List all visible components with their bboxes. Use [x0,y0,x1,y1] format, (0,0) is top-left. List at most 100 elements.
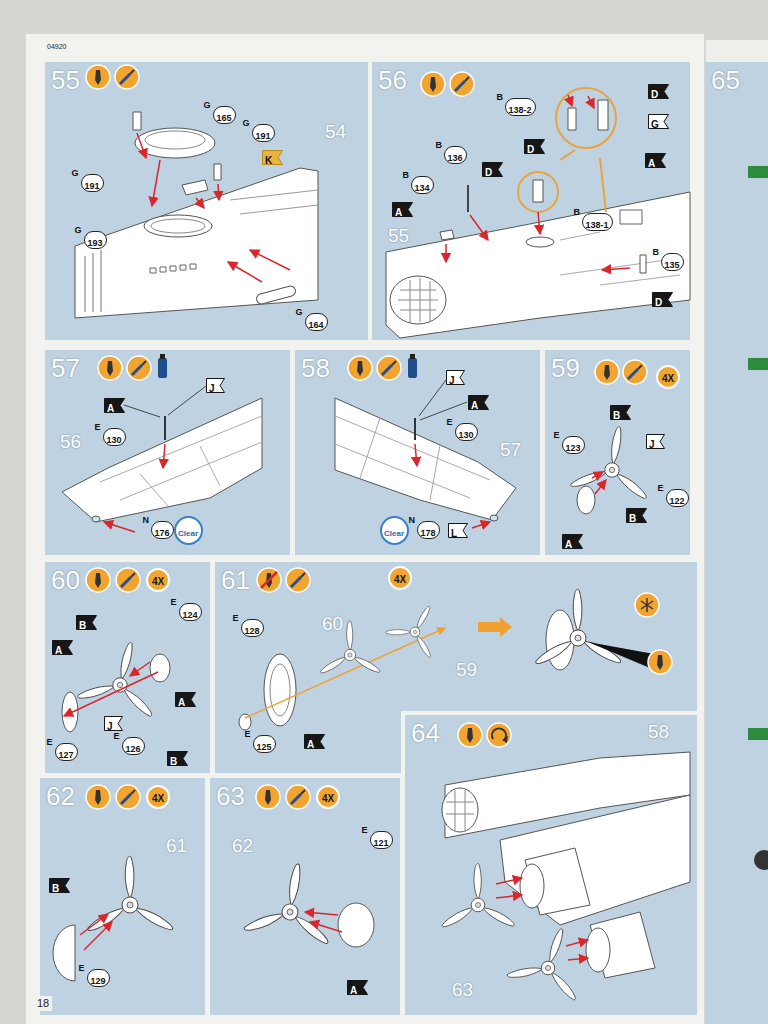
color-code: A [304,737,314,752]
part-number: 164 [308,317,323,333]
color-code-flag: G [648,114,669,129]
step-60-propeller [62,632,170,732]
step-number: 56 [378,66,407,94]
part-number: 126 [125,741,140,757]
part-number: 124 [182,607,197,623]
callout-number: 61 [166,836,187,856]
quantity-badge: 4X [656,365,680,389]
callout-number: 60 [322,614,343,634]
color-code: J [206,381,215,396]
part-number-circle: E130 [103,428,126,446]
color-code-flag: B [626,508,647,523]
part-number: 130 [458,427,473,443]
callout-number: 59 [456,660,477,680]
sprue-letter: E [362,825,368,835]
part-number: 127 [58,747,73,763]
sprue-letter: E [447,417,453,427]
color-code-flag: A [175,692,196,707]
color-code-flag: D [524,139,545,154]
sprue-letter: G [75,225,82,235]
part-number: 135 [664,257,679,273]
step-62-propeller [53,856,175,981]
step-63-propeller [242,856,374,947]
color-code-flag: K [262,150,283,165]
color-code-flag: A [52,640,73,655]
quantity-badge: 4X [146,568,170,592]
part-number: 125 [256,739,271,755]
color-code-flag: B [167,751,188,766]
color-code-flag: J [446,370,465,385]
clear-part-badge: Clear [380,516,409,545]
part-number-circle: E127 [55,743,78,761]
color-code: A [645,156,655,171]
step-number: 63 [216,782,245,810]
color-code-flag: A [347,980,368,995]
part-number-circle: N178 [417,521,440,539]
step-panel: 624XBE129 [40,778,205,1015]
color-code: K [262,153,272,168]
color-code-flag: B [76,615,97,630]
step-number: 62 [46,782,75,810]
callout-number: 57 [500,440,521,460]
sprue-letter: G [204,100,211,110]
color-code: A [52,643,62,658]
clear-note: Clear [384,521,404,546]
sprue-letter: B [436,140,443,150]
sprue-letter: E [171,597,177,607]
sprue-letter: E [233,613,239,623]
color-code: B [76,618,86,633]
color-code: A [392,205,402,220]
sprue-letter: B [403,170,410,180]
clear-note: Clear [178,521,198,546]
step-number: 64 [411,719,440,747]
part-number-circle: G193 [84,231,107,249]
color-code-flag: A [468,395,489,410]
part-number: 130 [106,432,121,448]
callout-number: 54 [325,122,346,142]
part-number-circle: E125 [253,735,276,753]
color-code-flag: J [206,378,225,393]
color-code-flag: A [645,153,666,168]
part-number-circle: G165 [213,106,236,124]
color-code: L [448,526,457,541]
quantity: 4X [662,369,674,389]
flag-shape [446,370,465,385]
part-number-circle: E121 [370,831,393,849]
part-number-circle: N176 [151,521,174,539]
part-number-circle: E124 [179,603,202,621]
sprue-letter: B [497,92,504,102]
color-code-flag: A [562,534,583,549]
color-code: D [524,142,534,157]
flag-shape [206,378,225,393]
part-number: 193 [87,235,102,251]
color-code: J [646,437,655,452]
sprue-letter: E [95,422,101,432]
callout-number: 56 [60,432,81,452]
quantity-badge: 4X [388,566,412,590]
color-code-flag: D [648,84,669,99]
step-number: 65 [711,66,740,94]
part-number: 123 [565,440,580,456]
part-number: 136 [447,150,462,166]
part-number: 191 [255,128,270,144]
callout-number: 55 [388,226,409,246]
sheet-code: 04920 [47,43,66,51]
step-57-left-wing [62,386,262,532]
color-code-flag: B [49,878,70,893]
color-code: D [648,87,658,102]
page-number: 18 [34,996,52,1011]
step-number: 57 [51,354,80,382]
step-64-engine-installation [440,752,690,1004]
step-panel: 65 [705,62,768,1024]
part-number-circle: E130 [455,423,478,441]
clear-part-badge: Clear [174,516,203,545]
step-panel: 634XE121A [210,778,400,1015]
color-code-flag: J [104,716,123,731]
part-number-circle: B134 [411,176,434,194]
part-number: 121 [373,835,388,851]
color-code: A [468,398,478,413]
step-number: 60 [51,566,80,594]
color-code-flag: A [392,202,413,217]
quantity: 4X [152,572,164,592]
